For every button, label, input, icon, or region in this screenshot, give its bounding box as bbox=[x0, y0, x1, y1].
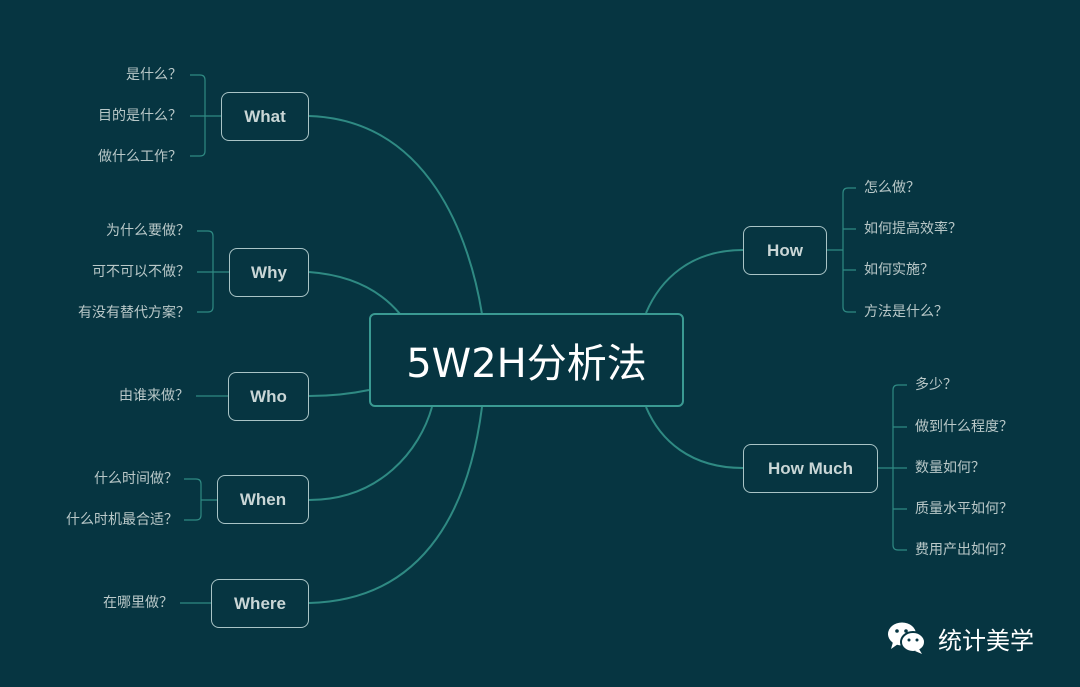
wechat-icon bbox=[888, 622, 926, 654]
leaf-how-1: 怎么做？ bbox=[864, 180, 920, 196]
branch-line-who bbox=[308, 389, 370, 397]
leaf-where-1: 在哪里做？ bbox=[103, 595, 173, 611]
node-how[interactable]: How bbox=[743, 226, 827, 275]
brand-watermark: 统计美学 bbox=[886, 620, 1034, 656]
leaf-why-3: 有没有替代方案？ bbox=[78, 305, 190, 321]
bracket-when bbox=[184, 478, 217, 521]
leaf-what-2: 目的是什么？ bbox=[98, 108, 182, 124]
branch-line-when bbox=[308, 406, 433, 501]
leaf-howmuch-2: 做到什么程度？ bbox=[915, 419, 1013, 435]
node-why[interactable]: Why bbox=[229, 248, 309, 297]
leaf-howmuch-3: 数量如何？ bbox=[915, 460, 985, 476]
leaf-why-2: 可不可以不做？ bbox=[92, 264, 190, 280]
leaf-what-3: 做什么工作？ bbox=[98, 149, 182, 165]
node-how-much[interactable]: How Much bbox=[743, 444, 878, 493]
leaf-howmuch-4: 质量水平如何？ bbox=[915, 501, 1013, 517]
branch-line-howmuch bbox=[645, 406, 744, 469]
leaf-what-1: 是什么？ bbox=[126, 67, 182, 83]
leaf-how-2: 如何提高效率？ bbox=[864, 221, 962, 237]
central-topic[interactable]: 5W2H分析法 bbox=[369, 313, 684, 407]
branch-line-what bbox=[308, 115, 483, 315]
node-when[interactable]: When bbox=[217, 475, 309, 524]
leaf-how-4: 方法是什么？ bbox=[864, 304, 948, 320]
leaf-when-1: 什么时间做？ bbox=[94, 471, 178, 487]
branch-line-how bbox=[645, 249, 744, 314]
bracket-why bbox=[197, 230, 229, 313]
leaf-how-3: 如何实施？ bbox=[864, 262, 934, 278]
leaf-why-1: 为什么要做？ bbox=[106, 223, 190, 239]
leaf-when-2: 什么时机最合适？ bbox=[66, 512, 178, 528]
branch-line-why bbox=[308, 271, 401, 315]
bracket-how bbox=[827, 187, 856, 313]
brand-name: 统计美学 bbox=[938, 626, 1034, 655]
bracket-howmuch bbox=[878, 384, 907, 551]
node-where[interactable]: Where bbox=[211, 579, 309, 628]
bracket-what bbox=[190, 74, 221, 157]
leaf-who-1: 由谁来做？ bbox=[119, 388, 189, 404]
leaf-howmuch-1: 多少？ bbox=[915, 377, 957, 393]
node-who[interactable]: Who bbox=[228, 372, 309, 421]
node-what[interactable]: What bbox=[221, 92, 309, 141]
leaf-howmuch-5: 费用产出如何？ bbox=[915, 542, 1013, 558]
branch-line-where bbox=[308, 406, 483, 604]
